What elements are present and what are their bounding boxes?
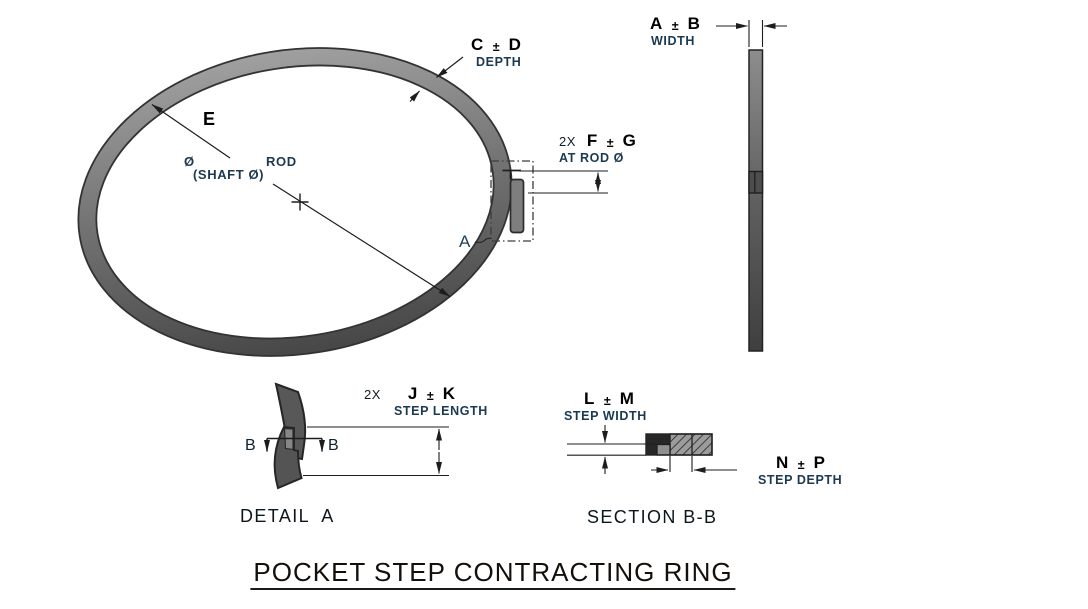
step-width-letter: L <box>584 389 595 408</box>
detail-boundary-box <box>490 160 534 242</box>
detail-callout-leader <box>474 237 492 244</box>
depth-letter: C <box>471 35 484 54</box>
detail-a-drawing <box>264 382 449 490</box>
width-dimension-label: A ± B WIDTH <box>650 15 700 48</box>
gap-dimension <box>519 170 608 194</box>
depth-tolerance-letter: D <box>508 35 522 54</box>
detail-lower-ring-end <box>273 425 303 490</box>
detail-a-caption: DETAIL A <box>240 506 335 526</box>
width-caption: WIDTH <box>651 34 695 48</box>
step-length-tolerance-letter: K <box>442 384 456 403</box>
gap-dimension-label: 2X F ± G AT ROD Ø <box>559 132 636 165</box>
section-bb-caption: SECTION B-B <box>587 507 718 527</box>
step-width-tolerance-letter: M <box>619 389 635 408</box>
step-length-caption: STEP LENGTH <box>394 404 488 418</box>
center-mark <box>291 193 309 211</box>
depth-dimension-arrows <box>409 56 464 102</box>
free-diameter-letter: E <box>203 109 216 129</box>
ring-body <box>77 47 513 357</box>
ring-side-view <box>716 20 787 352</box>
step-depth-letter: N <box>776 453 789 472</box>
plus-minus-symbol: ± <box>606 136 614 150</box>
ring-front-view <box>77 47 608 357</box>
step-depth-dimension <box>651 456 737 473</box>
step-length-dimension <box>303 426 449 477</box>
width-dimension <box>716 20 787 47</box>
depth-dimension-label: C ± D DEPTH <box>471 36 521 69</box>
rod-label: ROD <box>266 154 297 169</box>
plus-minus-symbol: ± <box>603 394 611 408</box>
drawing-title: POCKET STEP CONTRACTING RING <box>250 559 736 590</box>
section-marker-right: B <box>328 437 339 454</box>
side-view-joint-notch <box>748 170 764 194</box>
section-bb-drawing <box>567 425 737 474</box>
plus-minus-symbol: ± <box>426 389 434 403</box>
step-width-dimension <box>567 425 656 474</box>
width-tolerance-letter: B <box>687 14 701 33</box>
section-cut-line <box>264 437 325 452</box>
joint-cut-line <box>502 169 521 180</box>
section-marker-left: B <box>245 437 256 454</box>
step-depth-caption: STEP DEPTH <box>758 473 843 487</box>
plus-minus-symbol: ± <box>492 40 500 54</box>
side-view-bar <box>748 49 764 352</box>
diameter-dimension-line <box>151 104 451 298</box>
plus-minus-symbol: ± <box>671 19 679 33</box>
gap-tolerance-letter: G <box>622 131 637 150</box>
diameter-symbol: Ø <box>184 154 195 169</box>
width-letter: A <box>650 14 663 33</box>
step-depth-dimension-label: N ± P STEP DEPTH <box>758 454 842 487</box>
step-width-dimension-label: L ± M STEP WIDTH <box>564 390 647 423</box>
detail-upper-ring-end <box>274 382 307 461</box>
section-step-block <box>656 443 671 456</box>
section-hatched-area <box>669 433 713 456</box>
joint-tongue <box>509 178 525 234</box>
plus-minus-symbol: ± <box>797 458 805 472</box>
step-length-letter: J <box>407 384 418 403</box>
step-length-dimension-label: 2X J ± K STEP LENGTH <box>364 385 488 418</box>
shaft-diameter-label: (SHAFT Ø) <box>193 167 265 182</box>
gap-letter: F <box>586 131 598 150</box>
step-width-caption: STEP WIDTH <box>564 409 647 423</box>
depth-caption: DEPTH <box>476 55 522 69</box>
gap-caption: AT ROD Ø <box>559 151 624 165</box>
gap-quantity-prefix: 2X <box>559 134 576 149</box>
step-length-quantity-prefix: 2X <box>364 387 381 402</box>
detail-callout-letter: A <box>459 232 471 251</box>
step-depth-tolerance-letter: P <box>813 453 826 472</box>
